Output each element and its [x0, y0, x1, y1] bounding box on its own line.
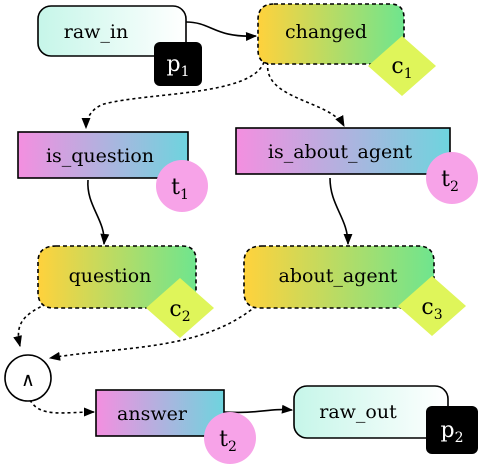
- node-raw_in: raw_in p1: [37, 5, 202, 86]
- edge-is_question-to-question: [87, 179, 110, 246]
- and-symbol: ∧: [21, 369, 35, 391]
- answer-label: answer: [117, 403, 188, 425]
- node-raw_out: raw_out p2: [293, 385, 478, 454]
- raw_in-badge: p1: [166, 52, 189, 80]
- question-badge: c2: [169, 297, 190, 325]
- raw_out-label: raw_out: [319, 401, 397, 423]
- node-is_about_agent: is_about_agent t2: [235, 127, 478, 204]
- about_agent-label: about_agent: [279, 265, 398, 287]
- edge-answer-to-raw_out: [223, 404, 294, 414]
- answer-badge: t2: [219, 427, 237, 455]
- edge-changed-to-is_question: [81, 61, 265, 130]
- port-badge-p2: [426, 406, 478, 454]
- edge-and-to-answer: [29, 399, 96, 417]
- transform-badge-t2: [426, 152, 478, 204]
- edge-raw_in-to-changed: [185, 21, 258, 41]
- channel-badge-c3: [398, 276, 466, 336]
- edge-is_about_agent-to-about_agent: [329, 177, 353, 246]
- node-answer: answer t2: [95, 389, 256, 464]
- transform-badge-t1: [156, 160, 208, 212]
- node-about_agent: about_agent c3: [243, 245, 466, 336]
- question-label: question: [69, 265, 152, 287]
- node-and: ∧: [4, 354, 52, 402]
- is_about_agent-label: is_about_agent: [268, 141, 413, 163]
- edge-changed-to-is_about_agent: [267, 61, 345, 127]
- node-changed: changed c1: [257, 3, 436, 96]
- channel-badge-c1: [368, 36, 436, 96]
- raw_in-label: raw_in: [64, 21, 129, 43]
- node-is_question: is_question t1: [17, 131, 208, 212]
- channel-badge-c2: [146, 278, 214, 338]
- port-badge-p1: [154, 42, 202, 86]
- is_about_agent-badge: t2: [441, 167, 459, 195]
- transform-badge-t2-answer: [204, 412, 256, 464]
- node-question: question c2: [37, 245, 214, 338]
- about_agent-badge: c3: [421, 295, 442, 323]
- is_question-label: is_question: [46, 145, 154, 167]
- raw_out-badge: p2: [440, 418, 463, 446]
- edge-question-to-and: [13, 303, 47, 348]
- changed-label: changed: [285, 21, 367, 43]
- is_question-badge: t1: [171, 175, 189, 203]
- edge-about_agent-to-and: [48, 305, 257, 361]
- changed-badge: c1: [391, 54, 412, 82]
